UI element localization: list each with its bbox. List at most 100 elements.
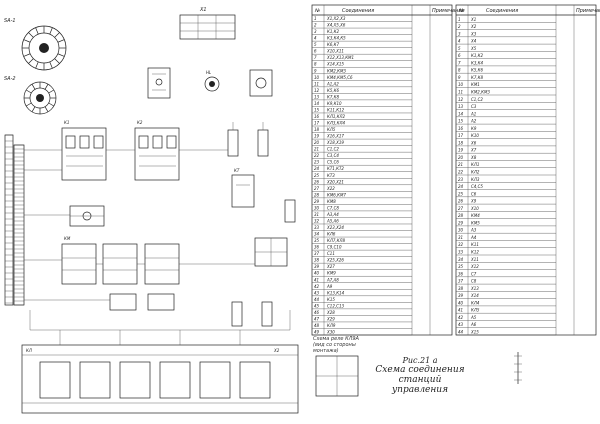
table-row-number: 24: [314, 166, 320, 171]
table-row-number: 15: [314, 107, 320, 112]
table-row-connection: КЛ3,КЛ4: [327, 121, 346, 126]
table-row-number: 16: [314, 114, 320, 119]
table-row-number: 16: [458, 126, 464, 131]
table-row-number: 37: [314, 251, 320, 256]
table-row-connection: А2: [470, 119, 477, 124]
table-row-number: 37: [458, 279, 464, 284]
connection-table-right: №СоединенияПримечание1Х12Х23Х34Х45Х56К1,…: [455, 4, 600, 336]
table-row-connection: Х12: [470, 264, 479, 269]
fuse-block: [284, 199, 296, 223]
table-row-number: 13: [458, 104, 464, 109]
table-header-cell: №: [458, 8, 464, 14]
table-row-number: 44: [314, 297, 320, 302]
table-row-connection: С5,С6: [327, 160, 339, 165]
table-row-number: 29: [314, 199, 320, 204]
km-label: КМ: [64, 236, 71, 241]
push-button-block: [249, 69, 273, 97]
table-row-number: 41: [458, 308, 463, 313]
table-row-number: 38: [314, 258, 320, 263]
table-row-number: 18: [314, 127, 320, 132]
table-row-number: 12: [458, 97, 464, 102]
table-row-number: 38: [458, 286, 464, 291]
table-row-connection: КЛ9: [327, 323, 336, 328]
table-row-number: 35: [458, 264, 464, 269]
table-row-number: 33: [458, 250, 464, 255]
table-row-connection: КМ2,КМ3: [327, 68, 346, 73]
terminal-strip-left: [4, 134, 25, 306]
relay-group-1: К1: [61, 120, 107, 181]
table-row-number: 42: [314, 284, 320, 289]
table-row-connection: Х14,Х15: [326, 62, 344, 67]
table-row-number: 4: [458, 39, 461, 44]
table-row-number: 8: [458, 68, 461, 73]
table-row-number: 39: [458, 293, 464, 298]
scale-marker: [514, 352, 522, 384]
table-row-number: 8: [314, 62, 317, 67]
table-row-number: 46: [314, 310, 320, 315]
sa1-label: SA-1: [4, 18, 16, 24]
table-row-number: 5: [314, 42, 317, 47]
table-row-number: 14: [314, 101, 320, 106]
table-row-number: 19: [458, 148, 464, 153]
table-row-connection: Х15: [470, 330, 479, 335]
wires: [24, 149, 291, 345]
table-row-connection: К5,К6: [327, 88, 339, 93]
table-row-connection: Х4,Х5,Х6: [326, 23, 346, 28]
table-row-number: 1: [314, 16, 317, 21]
table-row-connection: А6: [470, 322, 477, 327]
table-row-connection: К11: [471, 242, 479, 247]
table-row-connection: КТ3: [327, 173, 335, 178]
table-row-number: 2: [458, 24, 461, 29]
table-row-connection: Х29: [326, 316, 335, 321]
table-row-number: 15: [458, 119, 464, 124]
relay-note-line2: (вид со стороны монтажа): [313, 342, 356, 354]
table-row-connection: К7,К8: [471, 75, 483, 80]
table-header-cell: Примечание: [576, 8, 600, 14]
table-row-connection: К3,К4,К5: [327, 36, 346, 41]
table-row-number: 28: [314, 192, 320, 197]
table-row-connection: С12,С13: [327, 303, 344, 308]
table-row-number: 24: [458, 184, 464, 189]
table-row-number: 49: [314, 330, 320, 335]
table-row-connection: Х2: [470, 24, 477, 29]
table-row-number: 7: [458, 60, 461, 65]
table-row-connection: С7,С8: [327, 205, 339, 210]
table-row-number: 14: [458, 111, 464, 116]
table-header-cell: Примечание: [432, 8, 465, 14]
relay-note-schematic: [315, 355, 359, 397]
table-row-number: 4: [314, 36, 317, 41]
table-row-number: 32: [458, 242, 464, 247]
table-row-number: 44: [458, 330, 464, 335]
indicator-lamp: HL: [204, 70, 220, 92]
table-row-connection: КМ4: [471, 213, 480, 218]
table-row-number: 3: [458, 31, 461, 36]
table-row-number: 26: [458, 199, 464, 204]
table-row-number: 19: [314, 134, 320, 139]
table-row-number: 27: [458, 206, 464, 211]
table-row-connection: Х14: [470, 293, 479, 298]
table-row-number: 11: [458, 90, 463, 95]
table-row-number: 18: [458, 140, 464, 145]
table-row-number: 42: [458, 315, 464, 320]
table-row-connection: Х8: [470, 155, 477, 160]
k1-label: К1: [64, 120, 69, 125]
table-row-number: 22: [458, 170, 464, 175]
small-relay: [69, 205, 105, 227]
rotary-switch-sa1: SA-1: [4, 18, 67, 71]
table-row-number: 25: [314, 173, 320, 178]
table-row-connection: КЛ4: [471, 300, 480, 305]
table-row-number: 33: [314, 225, 320, 230]
table-row-connection: Х9: [470, 199, 477, 204]
table-row-number: 39: [314, 264, 320, 269]
transformer: [254, 237, 288, 267]
table-row-connection: КМ5: [471, 220, 480, 225]
table-row-connection: С3,С4: [327, 153, 339, 158]
table-row-number: 21: [458, 162, 463, 167]
resistor-pair-1: [227, 122, 269, 157]
table-row-number: 45: [314, 303, 320, 308]
table-row-number: 43: [314, 290, 320, 295]
table-row-number: 47: [314, 316, 320, 321]
table-row-connection: А3: [470, 228, 477, 233]
terminal-block-top: Х1: [179, 7, 236, 40]
